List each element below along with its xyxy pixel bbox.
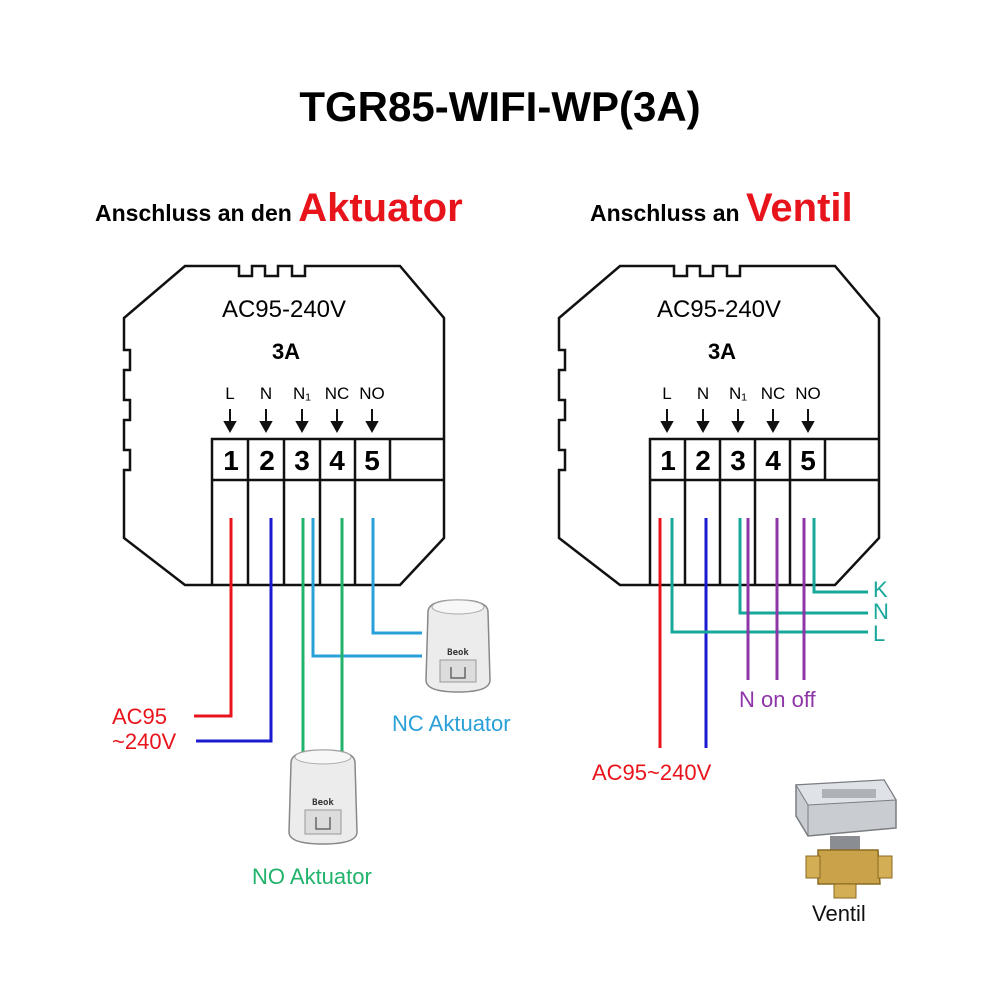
left-terminal-number: 2 [259, 445, 275, 476]
right-thermostat-outline [557, 264, 881, 587]
left-wire-n-blue [196, 518, 273, 743]
no-actuator-brand: Beok [312, 798, 334, 808]
right-heading-emphasis: Ventil [745, 186, 853, 230]
left-section-heading: Anschluss an den Aktuator [95, 186, 463, 231]
left-terminal-number: 4 [329, 445, 345, 476]
no-actuator-icon: Beok [288, 749, 358, 845]
l-label: L [873, 621, 886, 646]
right-current-rating: 3A [707, 339, 737, 364]
right-terminal-number: 4 [765, 445, 781, 476]
left-terminal-block [210, 437, 444, 585]
no-actuator-label: NO Aktuator [252, 864, 372, 889]
right-terminal-number: 3 [730, 445, 746, 476]
left-terminal-label: L [225, 384, 235, 403]
left-voltage-rating: AC95-240V [221, 296, 347, 323]
left-wire-l-red [194, 518, 233, 718]
diagram-title: TGR85-WIFI-WP(3A) [299, 83, 701, 130]
nc-actuator-icon: Beok [425, 599, 491, 693]
left-terminal-label: NO [359, 384, 385, 403]
right-terminal-label: NO [795, 384, 821, 403]
left-current-rating: 3A [271, 339, 301, 364]
right-terminal-label: N [696, 384, 710, 403]
left-terminal-number: 3 [294, 445, 310, 476]
right-terminal-label: NC [760, 384, 786, 403]
valve-caption: Ventil [812, 901, 866, 926]
right-wire-l-teal [670, 518, 868, 634]
left-thermostat-outline [122, 264, 446, 587]
right-wire-k-teal [812, 518, 868, 594]
right-terminal-label: L [662, 384, 672, 403]
right-supply-label: AC95~240V [592, 760, 712, 785]
left-terminal-label: NC [324, 384, 350, 403]
left-wire-n1-lightblue [311, 518, 422, 658]
right-voltage-rating: AC95-240V [656, 296, 782, 323]
left-terminal-number: 5 [364, 445, 380, 476]
left-terminal-label: N [259, 384, 273, 403]
on-off-label: N on off [739, 687, 816, 712]
left-terminal-arrows [223, 409, 379, 434]
left-terminal-label: N₁ [292, 384, 311, 403]
right-terminal-number: 2 [695, 445, 711, 476]
left-heading-prefix: Anschluss an den [95, 200, 292, 226]
nc-actuator-brand: Beok [447, 648, 469, 658]
k-label: K [873, 577, 888, 602]
right-heading-prefix: Anschluss an [590, 200, 740, 226]
valve-icon [795, 779, 897, 899]
right-terminal-block [648, 437, 879, 585]
nc-actuator-label: NC Aktuator [392, 711, 511, 736]
right-wire-n-teal [738, 518, 868, 615]
right-terminal-number: 5 [800, 445, 816, 476]
left-supply-label-line1: AC95 [112, 704, 168, 729]
left-terminal-number: 1 [223, 445, 239, 476]
right-terminal-label: N₁ [728, 384, 747, 403]
n-label: N [873, 599, 889, 624]
left-wire-no-lightblue [371, 518, 422, 635]
right-section-heading: Anschluss an Ventil [590, 186, 853, 231]
right-terminal-arrows [660, 409, 815, 434]
left-supply-label-line2: ~240V [112, 729, 177, 754]
left-heading-emphasis: Aktuator [298, 186, 463, 230]
right-terminal-number: 1 [660, 445, 676, 476]
